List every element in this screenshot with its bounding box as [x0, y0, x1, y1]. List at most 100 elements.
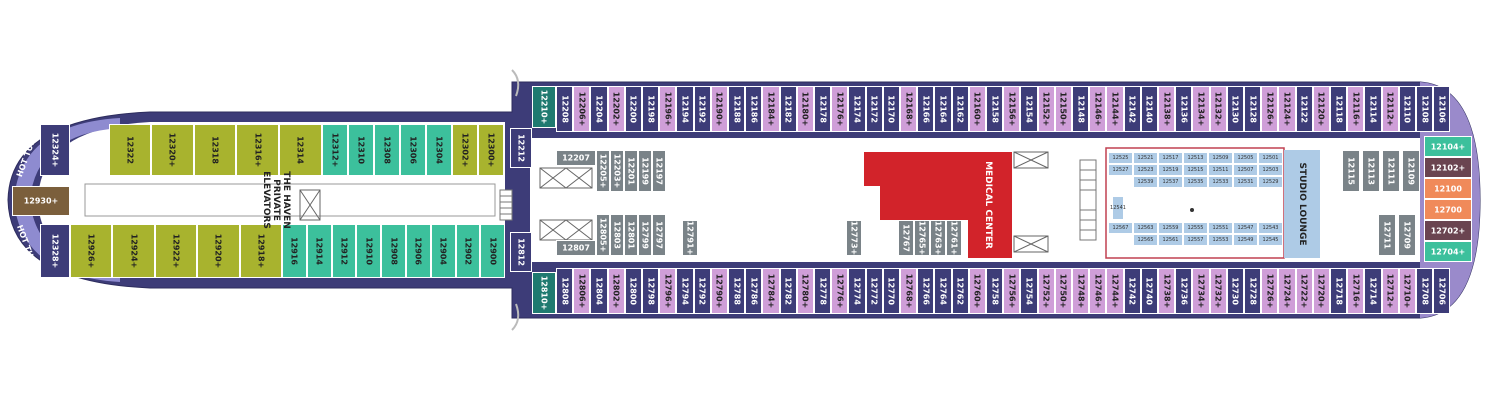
cabin-12206-plus[interactable]: 12206+ — [573, 86, 591, 132]
cabin-12926-plus[interactable]: 12926+ — [70, 224, 113, 278]
cabin-12202-plus[interactable]: 12202+ — [607, 86, 625, 132]
studio-12543[interactable]: 12543 — [1258, 222, 1283, 234]
cabin-12174[interactable]: 12174 — [848, 86, 866, 132]
cabin-12196-plus[interactable]: 12196+ — [659, 86, 677, 132]
studio-12501[interactable]: 12501 — [1258, 152, 1283, 164]
cabin-12908[interactable]: 12908 — [381, 224, 406, 278]
cabin-12109[interactable]: 12109 — [1402, 150, 1420, 192]
cabin-12192[interactable]: 12192 — [693, 86, 711, 132]
cabin-12314[interactable]: 12314 — [279, 124, 322, 176]
cabin-12100[interactable]: 12100 — [1424, 178, 1472, 199]
cabin-12797[interactable]: 12797 — [652, 214, 666, 256]
studio-12563[interactable]: 12563 — [1133, 222, 1158, 234]
cabin-12778[interactable]: 12778 — [814, 268, 832, 314]
cabin-12716-plus[interactable]: 12716+ — [1347, 268, 1365, 314]
cabin-12140[interactable]: 12140 — [1140, 86, 1158, 132]
studio-12505[interactable]: 12505 — [1233, 152, 1258, 164]
cabin-12766[interactable]: 12766 — [917, 268, 935, 314]
cabin-12702-plus[interactable]: 12702+ — [1424, 220, 1472, 241]
cabin-12805-plus[interactable]: 12805+ — [596, 214, 610, 256]
studio-12533[interactable]: 12533 — [1208, 176, 1233, 188]
studio-12515[interactable]: 12515 — [1183, 164, 1208, 176]
cabin-12744-plus[interactable]: 12744+ — [1106, 268, 1124, 314]
studio-12513[interactable]: 12513 — [1183, 152, 1208, 164]
cabin-12767[interactable]: 12767 — [898, 220, 914, 256]
cabin-12302-plus[interactable]: 12302+ — [452, 124, 478, 176]
cabin-12144-plus[interactable]: 12144+ — [1106, 86, 1124, 132]
cabin-12709[interactable]: 12709 — [1398, 214, 1416, 256]
cabin-12900[interactable]: 12900 — [480, 224, 506, 278]
cabin-12914[interactable]: 12914 — [306, 224, 332, 278]
cabin-12788[interactable]: 12788 — [728, 268, 746, 314]
cabin-12190-plus[interactable]: 12190+ — [710, 86, 728, 132]
cabin-12720-plus[interactable]: 12720+ — [1312, 268, 1330, 314]
cabin-12768-plus[interactable]: 12768+ — [900, 268, 918, 314]
cabin-12120-plus[interactable]: 12120+ — [1312, 86, 1330, 132]
cabin-12798[interactable]: 12798 — [642, 268, 660, 314]
cabin-12312-plus[interactable]: 12312+ — [322, 124, 348, 176]
cabin-12126-plus[interactable]: 12126+ — [1261, 86, 1279, 132]
cabin-12132-plus[interactable]: 12132+ — [1209, 86, 1227, 132]
cabin-12172[interactable]: 12172 — [865, 86, 883, 132]
cabin-12156-plus[interactable]: 12156+ — [1003, 86, 1021, 132]
cabin-12804[interactable]: 12804 — [590, 268, 608, 314]
cabin-12706[interactable]: 12706 — [1433, 268, 1451, 314]
cabin-12728[interactable]: 12728 — [1244, 268, 1262, 314]
cabin-12184-plus[interactable]: 12184+ — [762, 86, 780, 132]
cabin-12760-plus[interactable]: 12760+ — [968, 268, 986, 314]
studio-12529[interactable]: 12529 — [1258, 176, 1283, 188]
studio-12555[interactable]: 12555 — [1183, 222, 1208, 234]
cabin-12208[interactable]: 12208 — [556, 86, 574, 132]
cabin-12808[interactable]: 12808 — [556, 268, 574, 314]
cabin-12714[interactable]: 12714 — [1364, 268, 1382, 314]
cabin-12204[interactable]: 12204 — [590, 86, 608, 132]
cabin-12164[interactable]: 12164 — [934, 86, 952, 132]
cabin-12761-plus[interactable]: 12761+ — [946, 220, 962, 256]
cabin-12320-plus[interactable]: 12320+ — [151, 124, 194, 176]
cabin-12758[interactable]: 12758 — [986, 268, 1004, 314]
cabin-12194[interactable]: 12194 — [676, 86, 694, 132]
cabin-12166[interactable]: 12166 — [917, 86, 935, 132]
cabin-12186[interactable]: 12186 — [745, 86, 763, 132]
studio-12517[interactable]: 12517 — [1158, 152, 1183, 164]
studio-12507[interactable]: 12507 — [1233, 164, 1258, 176]
cabin-12802-plus[interactable]: 12802+ — [607, 268, 625, 314]
cabin-12168-plus[interactable]: 12168+ — [900, 86, 918, 132]
studio-12531[interactable]: 12531 — [1233, 176, 1258, 188]
cabin-12710-plus[interactable]: 12710+ — [1398, 268, 1416, 314]
studio-12503[interactable]: 12503 — [1258, 164, 1283, 176]
studio-12567[interactable]: 12567 — [1108, 222, 1133, 234]
cabin-12324-plus[interactable]: 12324+ — [40, 124, 70, 176]
studio-12553[interactable]: 12553 — [1208, 234, 1233, 246]
cabin-12112-plus[interactable]: 12112+ — [1381, 86, 1399, 132]
cabin-12711[interactable]: 12711 — [1378, 214, 1396, 256]
cabin-12796-plus[interactable]: 12796+ — [659, 268, 677, 314]
cabin-12906[interactable]: 12906 — [406, 224, 431, 278]
cabin-12912[interactable]: 12912 — [331, 224, 357, 278]
cabin-12111[interactable]: 12111 — [1382, 150, 1400, 192]
studio-12547[interactable]: 12547 — [1233, 222, 1258, 234]
cabin-12152-plus[interactable]: 12152+ — [1037, 86, 1055, 132]
cabin-12794[interactable]: 12794 — [676, 268, 694, 314]
cabin-12158[interactable]: 12158 — [986, 86, 1004, 132]
studio-12523[interactable]: 12523 — [1133, 164, 1158, 176]
cabin-12322[interactable]: 12322 — [108, 124, 152, 176]
cabin-12136[interactable]: 12136 — [1175, 86, 1193, 132]
studio-12561[interactable]: 12561 — [1158, 234, 1183, 246]
studio-12525[interactable]: 12525 — [1108, 152, 1133, 164]
cabin-12300-plus[interactable]: 12300+ — [478, 124, 504, 176]
studio-12539[interactable]: 12539 — [1133, 176, 1158, 188]
studio-12509[interactable]: 12509 — [1208, 152, 1233, 164]
cabin-12201[interactable]: 12201 — [624, 150, 638, 192]
cabin-12790-plus[interactable]: 12790+ — [710, 268, 728, 314]
cabin-12734-plus[interactable]: 12734+ — [1192, 268, 1210, 314]
cabin-12310[interactable]: 12310 — [348, 124, 374, 176]
studio-12545[interactable]: 12545 — [1258, 234, 1283, 246]
cabin-12922-plus[interactable]: 12922+ — [154, 224, 198, 278]
cabin-12748-plus[interactable]: 12748+ — [1072, 268, 1090, 314]
cabin-12750-plus[interactable]: 12750+ — [1054, 268, 1072, 314]
cabin-12160-plus[interactable]: 12160+ — [968, 86, 986, 132]
cabin-12773-plus[interactable]: 12773+ — [846, 220, 862, 256]
studio-12527[interactable]: 12527 — [1108, 164, 1133, 176]
cabin-12318[interactable]: 12318 — [193, 124, 237, 176]
